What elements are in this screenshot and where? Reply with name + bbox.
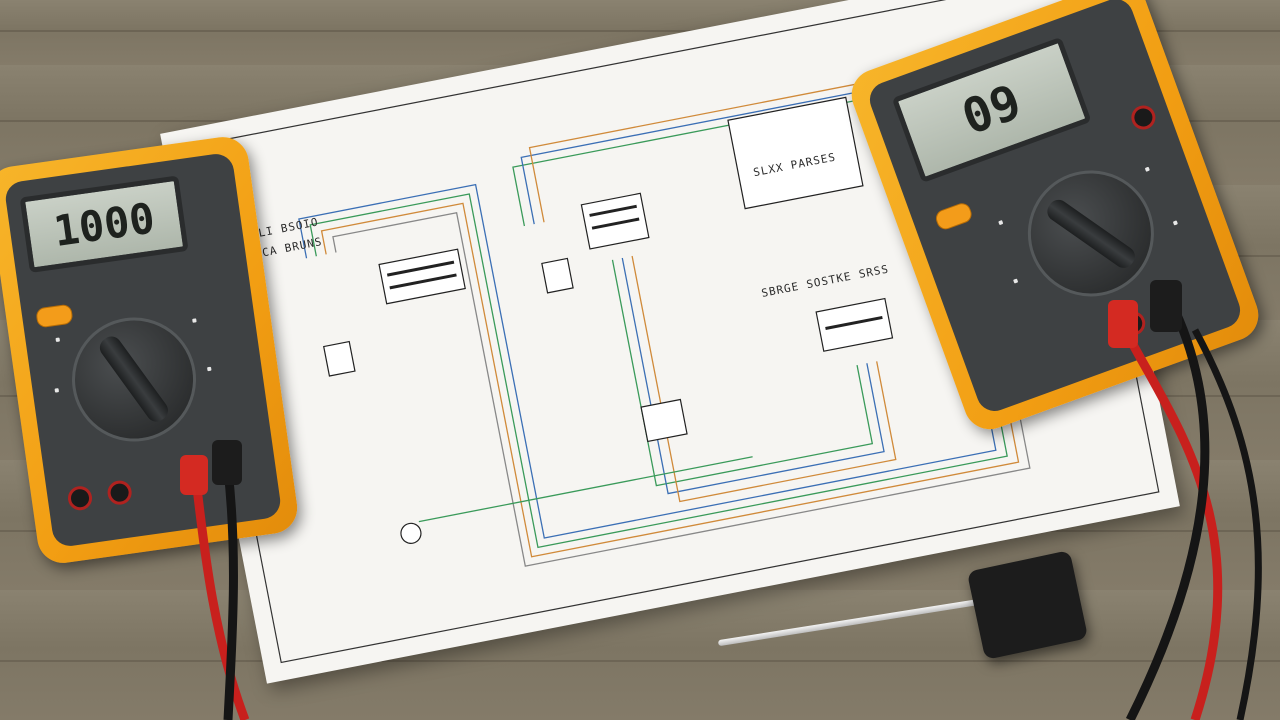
wood-grain	[0, 30, 1280, 32]
wood-grain	[0, 660, 1280, 662]
